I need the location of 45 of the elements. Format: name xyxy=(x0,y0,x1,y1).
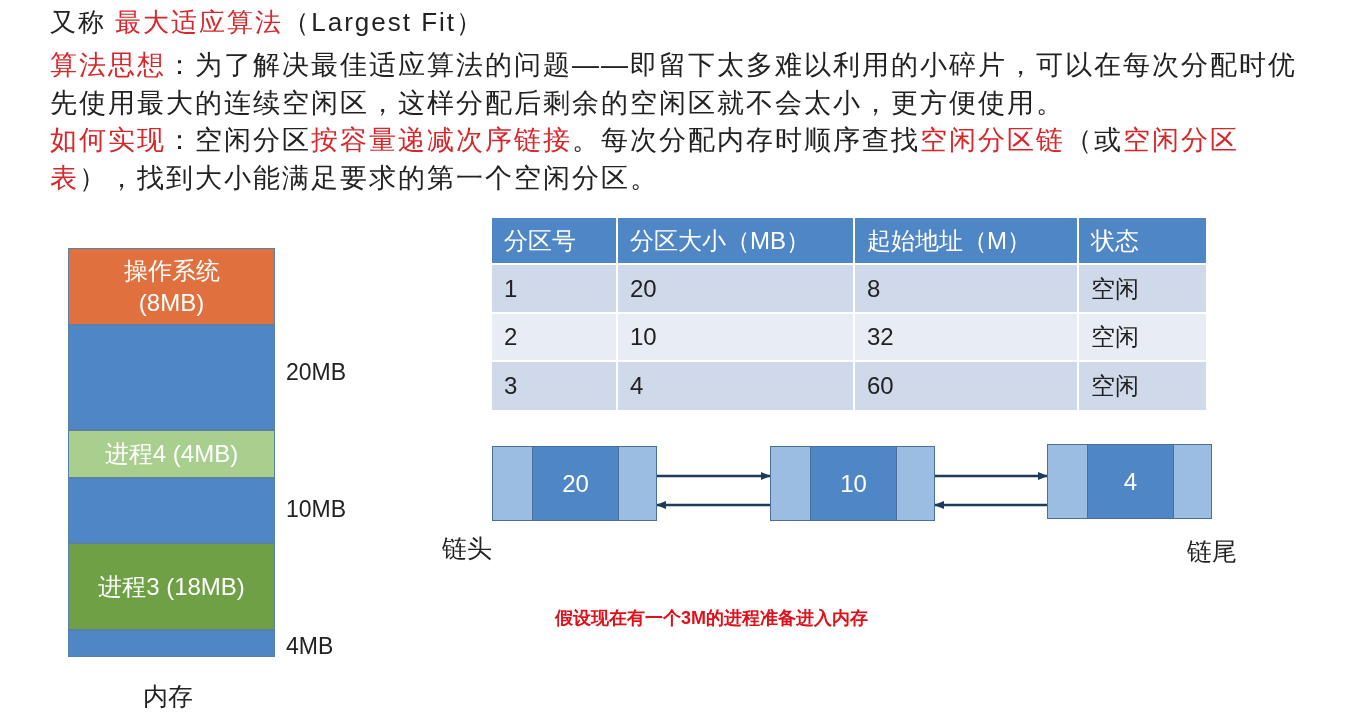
table-cell: 8 xyxy=(855,265,1079,314)
size-label: 4MB xyxy=(286,632,334,661)
paragraph: 算法思想：为了解决最佳适应算法的问题——即留下太多难以利用的小碎片，可以在每次分配时优先使用最大的连续空闲区，这样分配后剩余的空闲区就不会太小，更方便使用。 xyxy=(50,49,1298,120)
table-cell: 空闲 xyxy=(1079,314,1206,362)
table-cell: 32 xyxy=(855,314,1079,362)
paragraph: 如何实现：空闲分区按容量递减次序链接。每次分配内存时顺序查找空闲分区链（或空闲分区表），找到大小能满足要求的第一个空闲分区。 xyxy=(50,124,1240,195)
arrow xyxy=(656,501,770,509)
table-cell: 3 xyxy=(492,362,618,410)
caption: 内存 xyxy=(143,681,193,712)
arrow xyxy=(657,472,771,480)
memory-block xyxy=(68,543,275,630)
list-node xyxy=(492,446,657,521)
table-cell: 4 xyxy=(618,362,855,410)
free-block xyxy=(68,325,275,430)
list-node xyxy=(770,446,935,521)
node-value: 10 xyxy=(840,468,867,499)
list-node xyxy=(1047,444,1212,519)
free-block xyxy=(68,478,275,543)
node-value: 20 xyxy=(562,468,589,499)
table-cell: 1 xyxy=(492,265,618,314)
table-cell: 10 xyxy=(618,314,855,362)
size-label: 10MB xyxy=(286,495,347,524)
header-cell: 状态 xyxy=(1079,218,1206,265)
list-tail-label: 链尾 xyxy=(1187,536,1237,567)
intro-text: 又称 最大适应算法（Largest Fit） xyxy=(50,6,485,39)
block-label: 操作系统 (8MB) xyxy=(122,255,221,318)
note: 假设现在有一个3M的进程准备进入内存 xyxy=(555,607,868,630)
table-cell: 20 xyxy=(618,265,855,314)
memory-block xyxy=(68,248,275,325)
header-cell: 分区号 xyxy=(492,218,618,265)
header-cell: 分区大小（MB） xyxy=(618,218,855,265)
table-cell: 空闲 xyxy=(1079,362,1206,410)
node-value: 4 xyxy=(1123,466,1138,497)
size-label: 20MB xyxy=(286,358,347,387)
list-head-label: 链头 xyxy=(442,533,492,564)
block-label: 进程4 (4MB) xyxy=(104,439,239,469)
arrow xyxy=(935,472,1048,480)
memory-block xyxy=(68,430,275,478)
table-cell: 60 xyxy=(855,362,1079,410)
table-cell: 2 xyxy=(492,314,618,362)
header-cell: 起始地址（M） xyxy=(855,218,1079,265)
arrow xyxy=(934,501,1047,509)
block-label: 进程3 (18MB) xyxy=(98,571,245,602)
table-cell: 空闲 xyxy=(1079,265,1206,314)
free-block xyxy=(68,630,275,657)
